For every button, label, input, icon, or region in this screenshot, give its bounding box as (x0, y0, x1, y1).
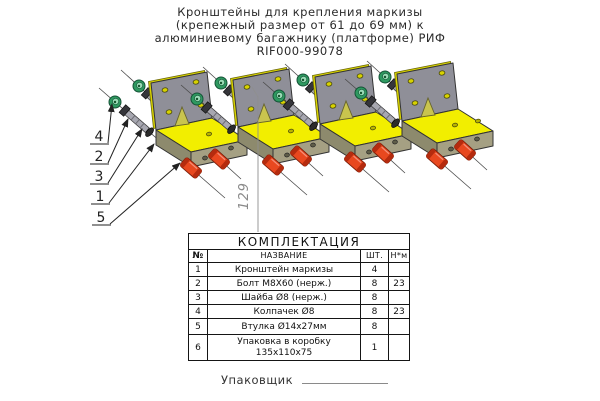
table-row: 5 Втулка Ø14х27мм 8 (188, 318, 411, 335)
column-header-qty: ШТ. (360, 249, 389, 263)
callout-label-5: 5 (97, 210, 106, 226)
table-row: 4 Колпачек Ø8 8 23 (188, 304, 411, 319)
cell-name-line2: 135х110х75 (255, 347, 313, 358)
packer-label: Упаковщик (221, 373, 294, 387)
cell-name: Упаковка в коробку 135х110х75 (207, 334, 361, 361)
dimension-label: 129 (237, 182, 252, 210)
packer-signature: Упаковщик (221, 373, 389, 387)
cell-num: 5 (188, 318, 208, 335)
title-line-1: Кронштейны для крепления маркизы (177, 5, 423, 19)
cell-num: 6 (188, 334, 208, 361)
leader-arrow-4 (107, 103, 115, 144)
cell-qty: 8 (360, 290, 389, 305)
callout-label-1: 1 (96, 189, 105, 205)
cell-qty: 1 (360, 334, 389, 361)
cell-torque: 23 (387, 304, 411, 319)
table-title: КОМПЛЕКТАЦИЯ (187, 233, 411, 250)
callout-label-4: 4 (95, 129, 104, 145)
page-title: Кронштейны для крепления маркизы (крепеж… (90, 6, 510, 58)
table-row: 1 Кронштейн маркизы 4 (188, 262, 411, 277)
cell-qty: 4 (360, 262, 389, 277)
table-row: 3 Шайба Ø8 (нерж.) 8 (188, 290, 411, 305)
cell-num: 2 (188, 276, 208, 291)
cell-num: 4 (188, 304, 208, 319)
cell-qty: 8 (360, 318, 389, 335)
callout-label-2: 2 (95, 149, 104, 165)
leader-arrow-5 (109, 162, 181, 225)
cell-torque: 23 (387, 276, 411, 291)
cell-name: Болт М8Х60 (нерж.) (207, 276, 361, 291)
cell-qty: 8 (360, 276, 389, 291)
signature-line (302, 373, 389, 384)
column-header-name: НАЗВАНИЕ (207, 249, 361, 263)
bom-table: КОМПЛЕКТАЦИЯ № НАЗВАНИЕ ШТ. Н*м 1 Кроншт… (187, 233, 411, 361)
title-line-3: алюминиевому багажнику (платформе) РИФ (154, 31, 446, 45)
cell-num: 1 (188, 262, 208, 277)
cell-torque (387, 334, 411, 361)
title-line-4: RIF000-99078 (256, 44, 344, 58)
cell-torque (387, 262, 411, 277)
cell-name: Шайба Ø8 (нерж.) (207, 290, 361, 305)
column-header-torque: Н*м (387, 249, 411, 263)
table-row: 6 Упаковка в коробку 135х110х75 1 (188, 334, 411, 361)
table-row: 2 Болт М8Х60 (нерж.) 8 23 (188, 276, 411, 291)
dimension-line (251, 86, 259, 232)
cell-name-line1: Упаковка в коробку (237, 336, 331, 347)
leader-arrow-2 (107, 118, 129, 164)
title-line-2: (крепежный размер от 61 до 69 мм) к (175, 18, 425, 32)
cell-name: Втулка Ø14х27мм (207, 318, 361, 335)
cell-torque (387, 290, 411, 305)
cell-num: 3 (188, 290, 208, 305)
column-header-num: № (188, 249, 208, 263)
callout-label-3: 3 (95, 169, 104, 185)
cell-name: Кронштейн маркизы (207, 262, 361, 277)
cell-qty: 8 (360, 304, 389, 319)
leader-arrow-3 (107, 128, 143, 184)
cell-torque (387, 318, 411, 335)
leader-arrow-1 (108, 143, 155, 204)
cell-name: Колпачек Ø8 (207, 304, 361, 319)
assembly-drawing: 129 4 2 3 1 5 (90, 60, 494, 232)
